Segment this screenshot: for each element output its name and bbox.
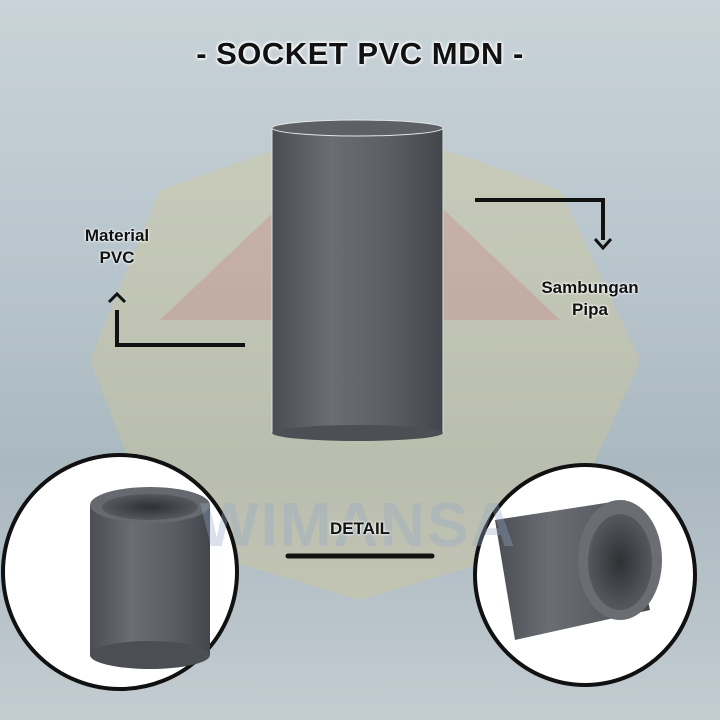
main-socket-image xyxy=(271,119,444,441)
connection-label-line2: Pipa xyxy=(572,300,608,319)
connection-label-line1: Sambungan xyxy=(541,278,639,297)
material-label: Material PVC xyxy=(62,225,172,269)
detail-left-image xyxy=(1,453,239,691)
arrow-connection xyxy=(475,198,605,240)
detail-label: DETAIL xyxy=(329,519,391,538)
chevron-down-icon xyxy=(593,238,613,251)
page-title: - SOCKET PVC MDN - xyxy=(196,36,524,71)
connection-label: Sambungan Pipa xyxy=(535,277,645,321)
chevron-up-icon xyxy=(107,291,127,304)
arrow-material xyxy=(115,310,245,347)
watermark-logo: WIMANSA xyxy=(200,491,518,560)
material-label-line1: Material xyxy=(84,226,150,245)
detail-right-image xyxy=(473,463,697,687)
material-label-line2: PVC xyxy=(99,248,135,267)
